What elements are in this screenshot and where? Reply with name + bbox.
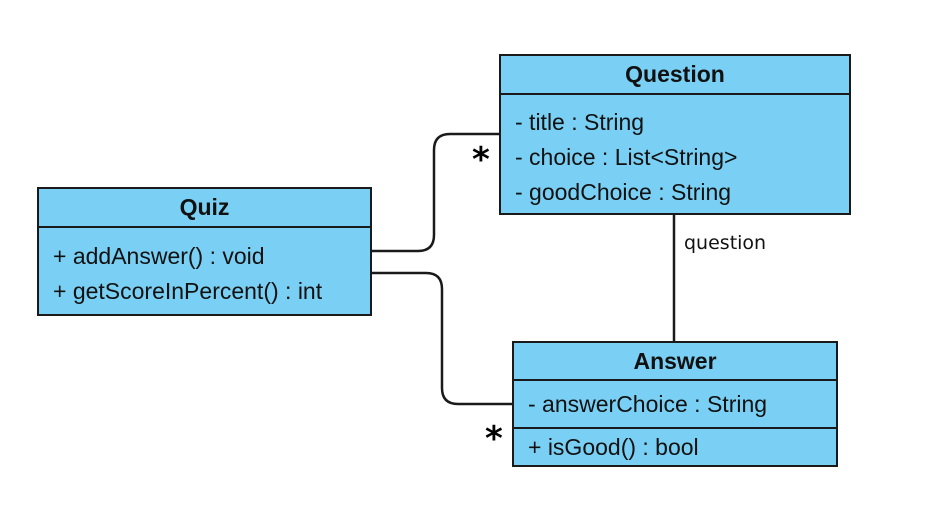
attribute-title: - title : String <box>515 109 645 135</box>
attribute-choice: - choice : List<String> <box>515 144 738 170</box>
class-answer-operations: + isGood() : bool <box>514 427 836 465</box>
association-quiz-question[interactable] <box>371 132 499 253</box>
class-question-name: Question <box>501 56 849 95</box>
class-quiz[interactable]: Quiz + addAnswer() : void + getScoreInPe… <box>37 187 372 316</box>
operation-add-answer: + addAnswer() : void <box>53 243 265 269</box>
class-question[interactable]: Question - title : String - choice : Lis… <box>499 54 851 215</box>
class-answer-name: Answer <box>514 343 836 381</box>
multiplicity-question: * <box>472 140 490 180</box>
class-quiz-operations: + addAnswer() : void + getScoreInPercent… <box>39 228 370 309</box>
operation-get-score-in-percent: + getScoreInPercent() : int <box>53 278 323 304</box>
operation-is-good: + isGood() : bool <box>528 434 699 460</box>
multiplicity-answer: * <box>485 419 503 459</box>
attribute-good-choice: - goodChoice : String <box>515 179 732 205</box>
role-label-question: question <box>684 232 767 254</box>
association-quiz-answer[interactable] <box>371 271 512 406</box>
class-quiz-name: Quiz <box>39 189 370 228</box>
class-question-attributes: - title : String - choice : List<String>… <box>501 95 849 210</box>
class-answer[interactable]: Answer - answerChoice : String + isGood(… <box>512 341 838 467</box>
class-answer-attributes: - answerChoice : String <box>514 381 836 427</box>
attribute-answer-choice: - answerChoice : String <box>528 391 768 417</box>
